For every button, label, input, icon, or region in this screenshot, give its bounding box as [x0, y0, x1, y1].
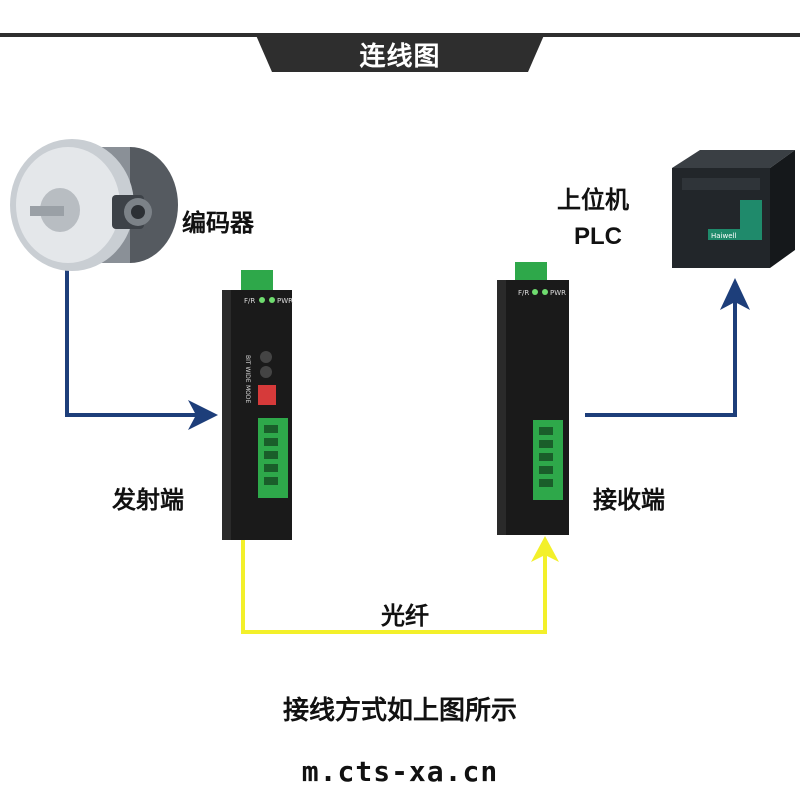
plc-arrow-icon	[720, 278, 750, 310]
encoder-signal-line	[65, 270, 200, 417]
plc-icon	[672, 150, 795, 268]
fiber-line	[241, 540, 547, 634]
plc-label: PLC	[574, 223, 622, 250]
transmitter-label: 发射端	[112, 486, 184, 514]
encoder-arrow-icon	[188, 400, 218, 430]
plc-badge-label: Haiwell	[711, 232, 736, 240]
tx-status-led-left: F/R	[244, 297, 255, 305]
receiver-label: 接收端	[593, 486, 665, 514]
encoder-label: 编码器	[182, 209, 254, 237]
wiring-note: 接线方式如上图所示	[282, 696, 517, 726]
header-tab	[255, 33, 545, 72]
fiber-arrow-icon	[531, 536, 559, 562]
fiber-label: 光纤	[381, 602, 429, 630]
host-label: 上位机	[557, 186, 629, 214]
transmitter-device	[222, 270, 292, 540]
page-title: 连线图	[359, 42, 441, 72]
tx-bit-wide-label: BIT WIDE	[244, 355, 251, 383]
website-url: m.cts-xa.cn	[301, 755, 499, 788]
rx-status-led-left: F/R	[518, 289, 529, 297]
encoder-icon	[10, 139, 178, 271]
tx-status-led-right: PWR	[277, 297, 293, 305]
rx-status-led-right: PWR	[550, 289, 566, 297]
plc-signal-line	[585, 300, 737, 417]
receiver-device	[497, 262, 569, 535]
tx-mode-label: MODE	[244, 385, 251, 404]
